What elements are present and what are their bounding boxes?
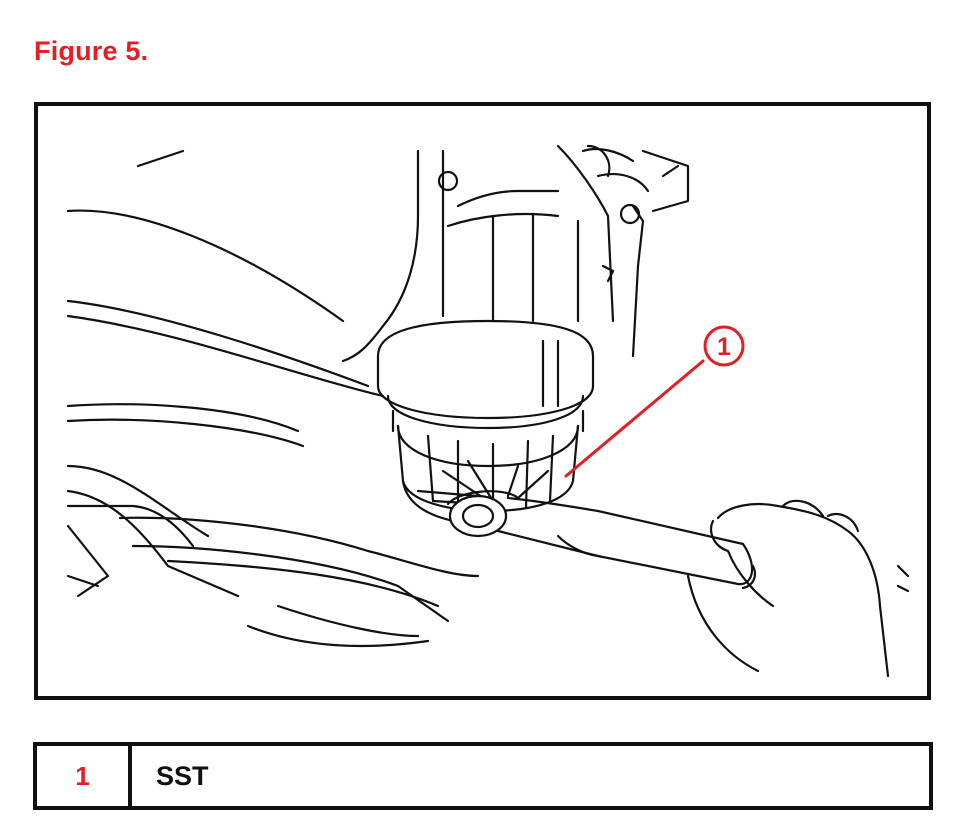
illustration-frame: 1 [34,102,931,700]
oil-filter-housing [376,319,595,526]
figure-title: Figure 5. [34,36,149,66]
callout-number: 1 [717,333,731,361]
sst-wrench [446,490,754,586]
callout-1: 1 [564,325,745,478]
legend-label: SST [156,760,209,791]
hand [686,499,910,678]
engine-housing [341,144,690,363]
legend-number: 1 [37,746,132,806]
legend-table: 1 SST [33,742,933,810]
chassis-lines [66,149,480,648]
oil-filter-wrench-illustration: 1 [66,144,910,678]
